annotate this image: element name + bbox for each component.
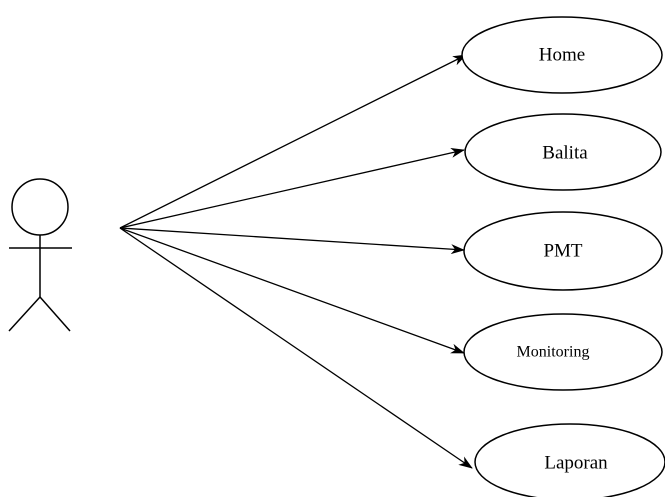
use-case-laporan: Laporan <box>474 423 665 497</box>
association-laporan <box>119 227 473 469</box>
actor <box>8 178 72 332</box>
use-case-ellipse <box>463 313 663 391</box>
associations <box>119 54 473 469</box>
association-balita <box>119 147 465 229</box>
use-case-label: PMT <box>543 241 582 262</box>
use-case-label: Balita <box>542 143 588 164</box>
use-case-ellipse <box>464 113 662 191</box>
use-case-balita: Balita <box>464 113 662 191</box>
actor-head <box>11 178 69 236</box>
use-case-label: Home <box>539 45 585 66</box>
use-case-home: Home <box>461 16 663 94</box>
use-case-monitoring: Monitoring <box>463 313 663 391</box>
association-monitoring <box>119 227 465 354</box>
use-case-ellipse <box>461 16 663 94</box>
use-case-label: Monitoring <box>517 344 590 361</box>
actor-left-leg <box>8 296 41 332</box>
use-case-ellipse <box>474 423 665 497</box>
actor-right-leg <box>39 296 71 332</box>
association-pmt <box>119 227 465 255</box>
association-home <box>119 54 467 229</box>
use-case-ellipse <box>463 211 663 291</box>
use-case-pmt: PMT <box>463 211 663 291</box>
use-case-label: Laporan <box>544 453 608 474</box>
